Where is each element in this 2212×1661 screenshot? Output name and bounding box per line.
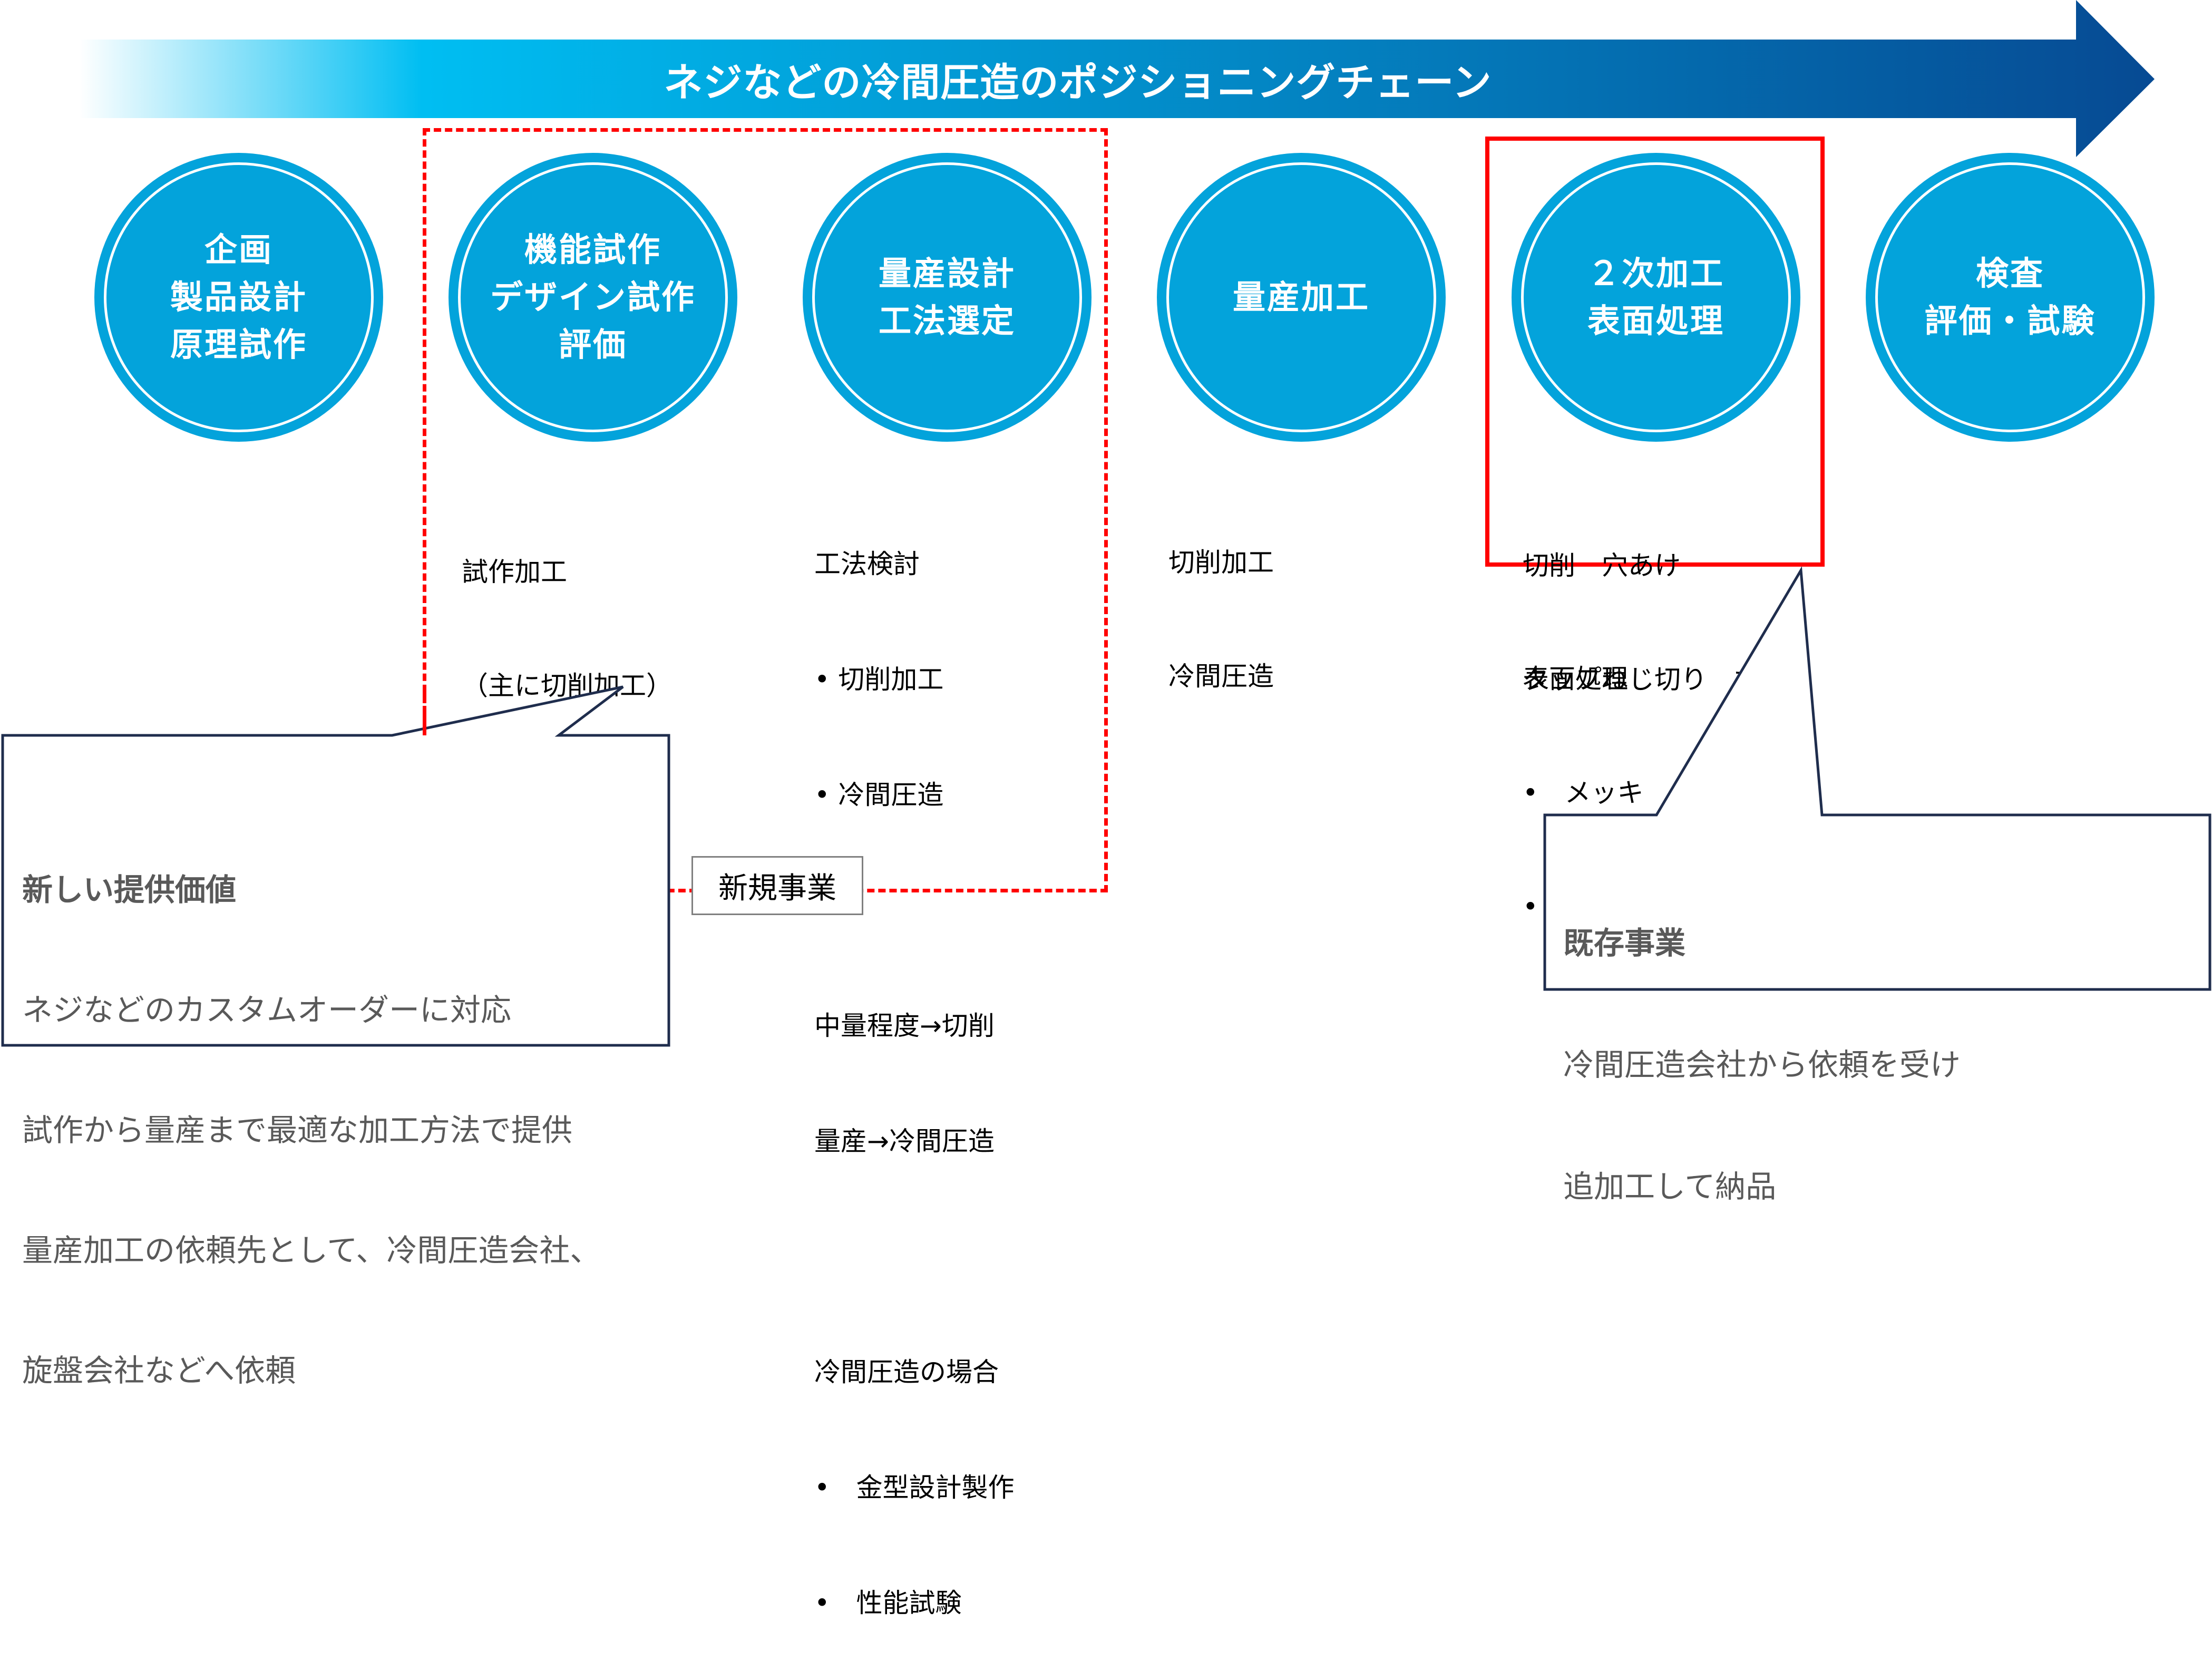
callout-title: 新しい提供価値 — [22, 872, 237, 908]
callout-line: ネジなどのカスタムオーダーに対応 — [22, 992, 512, 1028]
detail-line: 切削加工 — [1168, 547, 1274, 578]
detail-line: • メッキ — [1523, 778, 1644, 808]
detail-line: 表面処理 — [1523, 664, 1628, 694]
new-business-tag: 新規事業 — [691, 856, 863, 915]
callout-line: 量産加工の依頼先として、冷間圧造会社、 — [22, 1232, 601, 1268]
stage-label: 量産加工 — [1232, 278, 1370, 316]
callout-line: 冷間圧造会社から依頼を受け — [1563, 1047, 1961, 1083]
detail-line: • 切削加工 — [814, 664, 944, 695]
detail-line — [814, 1238, 1015, 1276]
stage-label: ２次加工 表面処理 — [1587, 254, 1724, 340]
stage-circle-mass-processing: 量産加工 — [1157, 153, 1446, 442]
arrow-shape — [79, 0, 2155, 157]
detail-line: 試作加工 — [462, 557, 567, 587]
detail-line: （主に切削加工） — [462, 671, 673, 701]
callout-line: 追加工して納品 — [1563, 1169, 1777, 1205]
detail-line: 冷間圧造 — [1168, 661, 1274, 692]
detail-line: • 冷間圧造 — [814, 780, 944, 810]
stage-label: 検査 評価・試験 — [1924, 254, 2096, 340]
stage-circle-mass-design: 量産設計 工法選定 — [803, 153, 1092, 442]
callout-existing-business-text: 既存事業 冷間圧造会社から依頼を受け 追加工して納品 — [1563, 842, 1961, 1248]
callout-new-value-text: 新しい提供価値 ネジなどのカスタムオーダーに対応 試作から量産まで最適な加工方法… — [22, 790, 600, 1431]
detail-line: 中量程度→切削 — [814, 1011, 995, 1041]
callout-line: 試作から量産まで最適な加工方法で提供 — [22, 1112, 573, 1148]
stage-label: 量産設計 工法選定 — [878, 254, 1016, 340]
detail-line: 冷間圧造の場合 — [814, 1357, 999, 1387]
dashed-frame-segment — [423, 687, 426, 735]
stage-label: 企画 製品設計 原理試作 — [170, 230, 307, 364]
mass-design-details: 工法検討 • 切削加工 • 冷間圧造 中量程度→切削 量産→冷間圧造 冷間圧造の… — [814, 468, 1015, 1661]
stage-circle-inspection: 検査 評価・試験 — [1866, 153, 2155, 442]
callout-title: 既存事業 — [1563, 925, 1686, 961]
banner-title: ネジなどの冷間圧造のポジショニングチェーン — [664, 60, 1492, 105]
detail-line: 切削 穴あけ — [1523, 550, 1681, 581]
detail-line: • 性能試験 — [814, 1588, 962, 1618]
stage-circle-planning: 企画 製品設計 原理試作 — [94, 153, 383, 442]
positioning-chain-arrow — [79, 0, 2155, 157]
callout-line: 旋盤会社などへ依頼 — [22, 1353, 296, 1388]
detail-line: 工法検討 — [814, 549, 920, 579]
detail-line: 量産→冷間圧造 — [814, 1126, 995, 1157]
detail-line: • 金型設計製作 — [814, 1472, 1015, 1503]
stage-label: 機能試作 デザイン試作 評価 — [490, 230, 696, 364]
mass-processing-details: 切削加工 冷間圧造 — [1168, 468, 1274, 733]
stage-circle-secondary-processing: ２次加工 表面処理 — [1512, 153, 1800, 442]
stage-circle-functional-prototype: 機能試作 デザイン試作 評価 — [449, 153, 737, 442]
existing-business-frame — [1485, 137, 1825, 567]
